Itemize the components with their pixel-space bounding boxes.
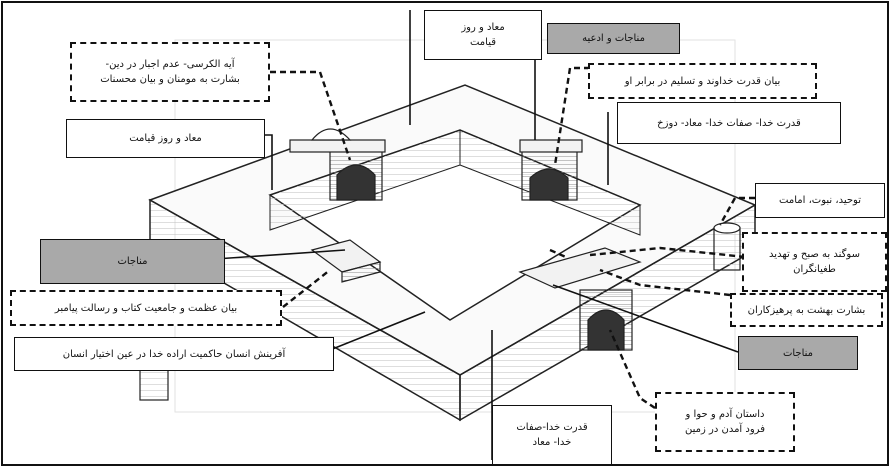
label-maad-ruz-qiamat-top: معاد و روز قیامت [424, 10, 542, 60]
label-ayat-kursi: آیه الکرسی- عدم اجبار در دین- بشارت به م… [70, 42, 270, 102]
arch-southeast [518, 247, 642, 351]
tower-east [713, 222, 741, 271]
arch-northwest [289, 128, 386, 201]
label-qodrat-khodavand: بیان قدرت خداوند و تسلیم در برابر او [588, 63, 817, 99]
label-tohid-nabovat: توحید، نبوت، امامت [755, 183, 885, 218]
label-monajat-adiye: مناجات و ادعیه [547, 23, 680, 54]
label-besharat-behesht: بشارت بهشت به پرهیزکاران [730, 293, 883, 327]
platform-west [310, 239, 382, 283]
label-qodrat-sefat-maad: قدرت خدا-صفات خدا- معاد [492, 405, 612, 465]
label-monajat-left: مناجات [40, 239, 225, 284]
label-sogand-sobh: سوگند به صبح و تهدید طغیانگران [742, 232, 887, 292]
label-afarinesh-ensan: آفرینش انسان حاکمیت اراده خدا در عین اخت… [14, 337, 334, 371]
label-monajat-right: مناجات [738, 336, 858, 370]
label-maad-ruz-qiamat-left: معاد و روز قیامت [66, 119, 265, 158]
leader-lines-dashed [270, 66, 756, 409]
label-dastan-adam: داستان آدم و حوا و فرود آمدن در زمین [655, 392, 795, 452]
label-azamat-jamiat: بیان عظمت و جامعیت کتاب و رسالت پیامبر [10, 290, 282, 326]
arch-northeast [519, 139, 583, 201]
label-qodrat-sefat-duzakh: قدرت خدا- صفات خدا- معاد- دوزخ [617, 102, 841, 144]
